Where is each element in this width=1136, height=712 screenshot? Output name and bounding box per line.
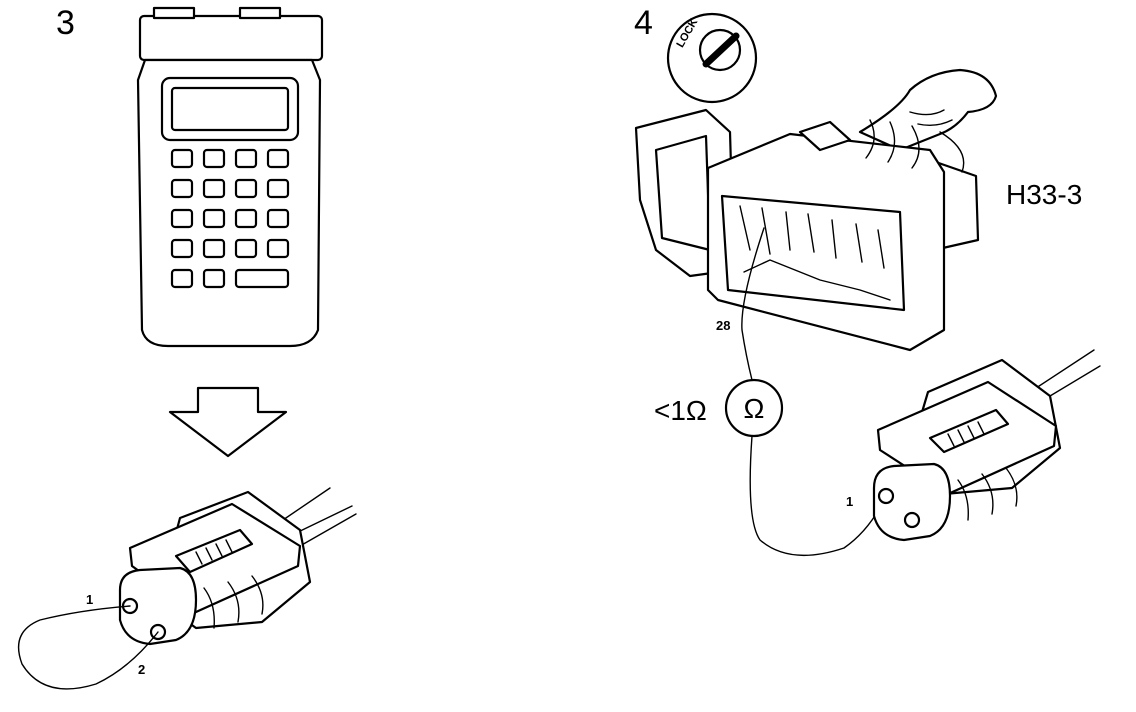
keypad-key xyxy=(170,208,194,229)
harness-wires xyxy=(865,119,965,173)
terminal-pins xyxy=(739,205,885,269)
sensor-pin-2-socket xyxy=(903,511,921,529)
panel-4: 4 LOCK H33-3 28 xyxy=(634,4,1101,557)
down-arrow-icon xyxy=(168,386,288,458)
keypad-key xyxy=(202,178,226,199)
keypad-key xyxy=(266,148,290,169)
ignition-lock-icon: LOCK xyxy=(666,12,758,104)
step-number-4: 4 xyxy=(634,4,653,42)
test-lead-to-ecu xyxy=(741,227,765,381)
tester-display xyxy=(170,86,290,132)
ohmmeter-icon xyxy=(724,378,784,438)
sensor-connector-jumpered: 1 2 xyxy=(17,487,357,690)
bracket-window xyxy=(654,134,712,252)
tester-keypad xyxy=(170,148,290,289)
keypad-key-wide xyxy=(234,268,290,289)
keypad-key xyxy=(170,148,194,169)
sensor-pin-1-socket xyxy=(877,487,895,505)
sensor-latch-slot xyxy=(928,408,1010,454)
connector-nose xyxy=(118,566,198,646)
keypad-key xyxy=(234,178,258,199)
keypad-key xyxy=(170,238,194,259)
pin-1-label: 1 xyxy=(86,592,93,607)
keypad-key xyxy=(266,178,290,199)
keypad-key xyxy=(170,178,194,199)
resistance-value: <1Ω xyxy=(654,395,707,426)
tester-plug-tab-left xyxy=(152,6,196,20)
sensor-pin-label: 1 xyxy=(846,494,853,509)
connector-seal-rings xyxy=(203,575,264,629)
keypad-key xyxy=(234,238,258,259)
keypad-key xyxy=(202,208,226,229)
connector-id-label: H33-3 xyxy=(1006,179,1082,210)
sensor-seal-rings xyxy=(957,467,1018,521)
step-number-3: 3 xyxy=(56,4,75,42)
keypad-key xyxy=(234,148,258,169)
ohmmeter-circuit: Ω <1Ω xyxy=(654,227,887,557)
tester-plug-tab-right xyxy=(238,6,282,20)
sensor-connector-nose xyxy=(872,462,952,542)
connector-latch-slot xyxy=(174,528,254,574)
connector-wires xyxy=(279,487,357,547)
ohmmeter-symbol: Ω xyxy=(744,393,765,424)
sensor-connector: 1 xyxy=(846,349,1101,542)
latch-ribs xyxy=(195,539,233,565)
ecu-pin-label: 28 xyxy=(716,318,730,333)
pin-2-label: 2 xyxy=(138,662,145,677)
keypad-key xyxy=(202,238,226,259)
jumper-wire xyxy=(17,605,159,690)
sensor-latch-ribs xyxy=(947,421,985,447)
keypad-key xyxy=(266,208,290,229)
diagnostic-tester xyxy=(136,6,324,348)
keypad-key xyxy=(202,268,226,289)
tester-plug-head xyxy=(138,14,324,62)
hand-fingers xyxy=(909,109,953,127)
keypad-key xyxy=(170,268,194,289)
keypad-key xyxy=(202,148,226,169)
keypad-key xyxy=(266,238,290,259)
cavity-floor xyxy=(743,259,891,301)
test-lead-to-sensor xyxy=(749,435,887,557)
panel-3: 3 xyxy=(17,4,357,690)
hand-icon xyxy=(858,68,998,152)
lock-key-slot xyxy=(702,32,740,68)
connector-cavity xyxy=(720,194,906,312)
keypad-key xyxy=(234,208,258,229)
connector-top-lock xyxy=(798,120,852,152)
ecu-connector: H33-3 28 xyxy=(634,108,1082,352)
